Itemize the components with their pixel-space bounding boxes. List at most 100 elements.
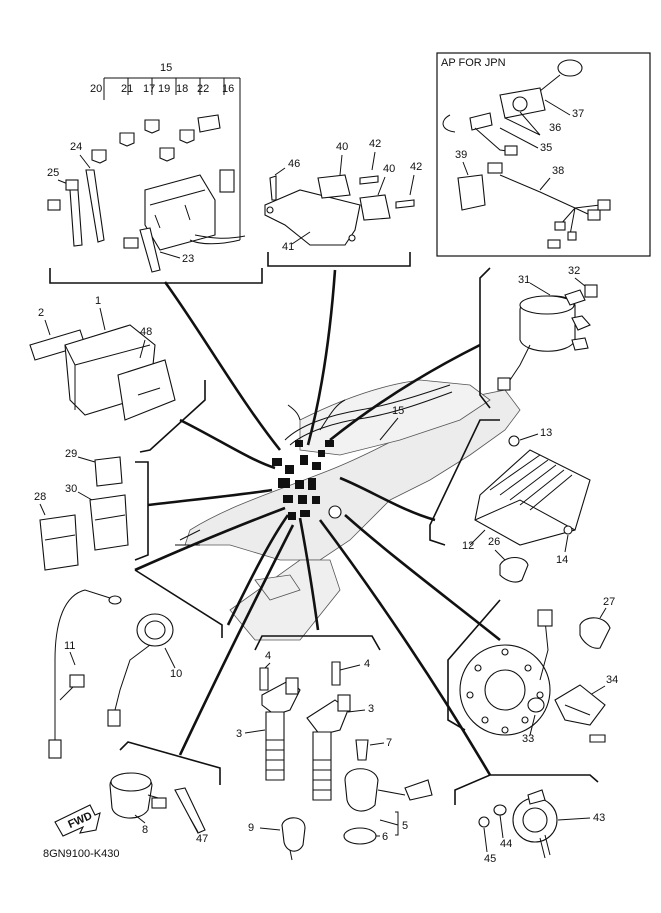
coil-3a — [265, 711, 285, 781]
callout-1: 1 — [95, 295, 101, 307]
callout-10: 10 — [170, 668, 182, 680]
callout-4a: 4 — [265, 650, 271, 662]
callout-29: 29 — [65, 448, 77, 460]
clamp-27 — [579, 617, 611, 649]
coil-connector-a — [285, 677, 299, 695]
callout-34: 34 — [606, 674, 618, 686]
callout-17: 17 — [143, 83, 155, 95]
inset-frame — [436, 52, 651, 257]
drawing-code: 8GN9100-K430 — [43, 848, 119, 860]
bracket-main-switch — [479, 267, 491, 409]
callout-24: 24 — [70, 141, 82, 153]
fuse-18 — [179, 129, 195, 144]
unit-39 — [457, 174, 486, 211]
callout-2: 2 — [38, 307, 44, 319]
callout-26: 26 — [488, 536, 500, 548]
clamp-23 — [123, 237, 139, 249]
o-ring-6 — [343, 827, 377, 845]
callout-27: 27 — [603, 596, 615, 608]
relay-30 — [89, 494, 129, 551]
callout-45: 45 — [484, 853, 496, 865]
bracket-regulator — [429, 419, 500, 546]
grommet-33 — [527, 697, 545, 713]
bracket-34 — [554, 684, 606, 726]
callout-37: 37 — [572, 108, 584, 120]
nut-45 — [478, 816, 490, 828]
group-regulator: 13 12 14 26 — [429, 419, 591, 583]
washer-14 — [563, 525, 573, 535]
bracket-relays — [134, 461, 149, 561]
bracket-top-left — [49, 268, 263, 284]
bolt-4a — [259, 667, 269, 691]
bracket-sensors-left — [134, 569, 223, 638]
nut-13 — [508, 435, 520, 447]
callout-47: 47 — [196, 833, 208, 845]
callout-40a: 40 — [336, 141, 348, 153]
group-sensors-left: 11 10 — [48, 569, 223, 759]
connector-11 — [69, 674, 85, 688]
group-top-center: 46 41 40 40 42 42 — [264, 138, 422, 267]
callout-31: 31 — [518, 274, 530, 286]
connector-31 — [497, 377, 511, 391]
callout-43: 43 — [593, 812, 605, 824]
callout-14: 14 — [556, 554, 568, 566]
fuse-19 — [159, 147, 175, 162]
callout-5: 5 — [402, 820, 408, 832]
fuse-cover-22 — [197, 114, 221, 133]
screw-46 — [269, 175, 277, 201]
callout-32: 32 — [568, 265, 580, 277]
frame-outline — [175, 379, 521, 641]
group-bottom-left: 8 47 FWD 8GN9100-K430 — [43, 741, 221, 860]
relay-28 — [39, 514, 79, 571]
callout-41: 41 — [282, 241, 294, 253]
callout-21: 21 — [121, 83, 133, 95]
clamp-26 — [499, 556, 529, 583]
callout-35: 35 — [540, 142, 552, 154]
callout-42a: 42 — [369, 138, 381, 150]
washer-44 — [493, 804, 507, 816]
bolt-4b — [331, 661, 341, 686]
fuse-box — [144, 174, 216, 251]
callout-33: 33 — [522, 733, 534, 745]
callout-16: 16 — [222, 83, 234, 95]
bracket-top-center — [267, 252, 411, 267]
callout-48: 48 — [140, 326, 152, 338]
callout-11: 11 — [64, 640, 75, 652]
connector-38 — [487, 162, 503, 174]
bracket-horn — [454, 774, 599, 805]
callout-23: 23 — [182, 253, 194, 265]
callout-30: 30 — [65, 483, 77, 495]
callout-6: 6 — [382, 831, 388, 843]
fuse-21 — [119, 132, 135, 147]
callout-7: 7 — [386, 737, 392, 749]
callout-42b: 42 — [410, 161, 422, 173]
callout-28: 28 — [34, 491, 46, 503]
callout-46: 46 — [288, 158, 300, 170]
callout-4b: 4 — [364, 658, 370, 670]
callout-12: 12 — [462, 540, 474, 552]
callout-38: 38 — [552, 165, 564, 177]
callout-39: 39 — [455, 149, 467, 161]
connector-16 — [219, 169, 235, 193]
group-top-left: 15 20 21 17 19 18 22 16 24 25 23 — [47, 62, 263, 284]
callout-36: 36 — [549, 122, 561, 134]
plug-11 — [48, 739, 62, 759]
callout-44: 44 — [500, 838, 512, 850]
callout-20: 20 — [90, 83, 102, 95]
fwd-arrow-icon — [54, 804, 101, 837]
bracket-ecu — [139, 380, 206, 453]
inset-title: AP FOR JPN — [441, 57, 506, 69]
wire-harness: 15 — [272, 384, 453, 520]
cover-48 — [117, 359, 176, 421]
leader-lines — [134, 269, 501, 776]
relay-29 — [94, 456, 123, 487]
connector-10 — [107, 709, 121, 727]
connector-stator — [537, 609, 553, 627]
bracket-plate-41 — [264, 189, 361, 246]
cap-32 — [584, 284, 598, 298]
fuse-20 — [91, 149, 107, 164]
group-stator: 27 34 33 — [447, 596, 618, 745]
callout-40b: 40 — [383, 163, 395, 175]
callout-15: 15 — [160, 62, 172, 74]
